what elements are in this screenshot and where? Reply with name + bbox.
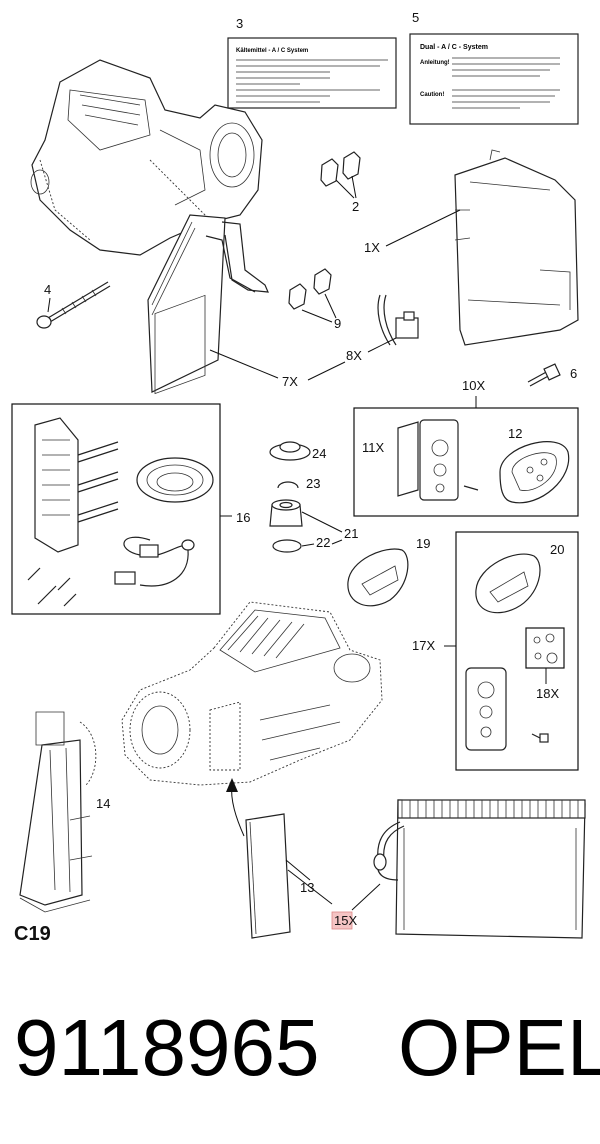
kit-box-16 [11, 403, 221, 615]
duct-14 [19, 711, 97, 913]
heater-housing-assembly [121, 601, 383, 786]
label-5-title: Dual - A / C - System [420, 44, 488, 51]
highlight-15x [331, 911, 353, 930]
kit-box-10 [353, 407, 579, 517]
callout-19: 19 [416, 536, 430, 551]
callout-2: 2 [352, 199, 359, 214]
heater-housing-top [30, 59, 263, 256]
callout-15x: 15X [334, 913, 357, 928]
arrow-insert [226, 778, 245, 837]
callout-24: 24 [312, 446, 326, 461]
clip-23 [277, 481, 299, 489]
callout-11x: 11X [362, 440, 384, 455]
label-5-row1: Anleitung! [420, 60, 450, 66]
clips-9 [288, 268, 332, 310]
evaporator-15 [373, 799, 586, 939]
callout-1x: 1X [364, 240, 380, 255]
callout-10x: 10X [462, 378, 485, 393]
callout-23: 23 [306, 476, 320, 491]
part-number: 9118965 [14, 1003, 320, 1092]
callout-17x: 17X [412, 638, 435, 653]
screw-6 [527, 363, 561, 387]
label-3-title: Kältemittel - A / C System [236, 48, 308, 54]
o-ring-set-18 [525, 627, 565, 669]
kit-16-parts [27, 417, 214, 607]
evaporator-core [147, 214, 269, 395]
callout-18x: 18X [536, 686, 559, 701]
kit-box-17 [455, 531, 579, 771]
bushing-21 [269, 499, 303, 527]
bolt-4 [36, 281, 111, 329]
gasket-20 [475, 553, 541, 614]
expansion-valve-11 [397, 419, 479, 501]
callout-20: 20 [550, 542, 564, 557]
callout-8x: 8X [346, 348, 362, 363]
brand-name: OPEL [398, 1003, 600, 1092]
label-5: Dual - A / C - System Anleitung! Caution… [409, 33, 579, 125]
gasket-19 [347, 548, 409, 607]
filter-13 [245, 813, 291, 939]
callout-12: 12 [508, 426, 522, 441]
diagram-code: C19 [14, 923, 51, 945]
callout-6: 6 [570, 366, 577, 381]
clips-2 [320, 151, 361, 187]
callout-4: 4 [44, 282, 51, 297]
callout-14: 14 [96, 796, 110, 811]
grommet-24 [269, 441, 311, 461]
callout-5: 5 [412, 10, 419, 25]
sensor-8 [377, 294, 419, 346]
gasket-12 [499, 441, 570, 504]
callout-13: 13 [300, 880, 314, 895]
o-ring-22 [272, 539, 302, 553]
callout-7x: 7X [282, 374, 298, 389]
callout-22: 22 [316, 535, 330, 550]
cover-1 [454, 149, 579, 346]
callout-9: 9 [334, 316, 341, 331]
label-5-row2: Caution! [420, 92, 444, 98]
expansion-valve-17 [465, 667, 549, 751]
callout-16: 16 [236, 510, 250, 525]
callout-21: 21 [344, 526, 358, 541]
label-3: Kältemittel - A / C System [227, 37, 397, 109]
callout-3: 3 [236, 16, 243, 31]
